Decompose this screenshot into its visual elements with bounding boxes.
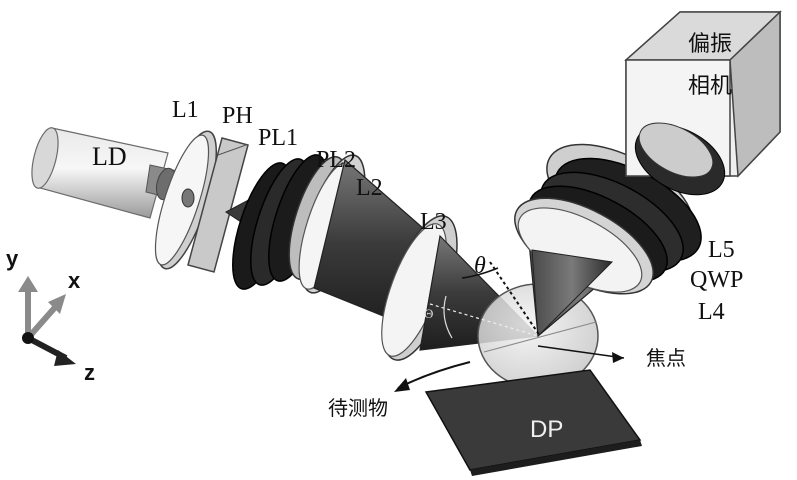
label-qwp: QWP	[690, 268, 743, 292]
label-l1: L1	[172, 98, 199, 122]
label-ld: LD	[92, 144, 127, 170]
label-camera-line1: 偏振	[688, 34, 732, 56]
axis-label-y: y	[6, 248, 18, 270]
label-pl1: PL1	[258, 126, 298, 150]
label-big-theta: Θ	[424, 307, 433, 320]
label-focus: 焦点	[646, 348, 686, 368]
axis-label-z: z	[84, 362, 95, 384]
label-l3: L3	[420, 210, 447, 234]
axis-label-x: x	[68, 270, 80, 292]
label-l5: L5	[708, 238, 735, 262]
label-theta: θ	[474, 254, 486, 278]
label-sample: 待测物	[328, 398, 388, 418]
label-ph: PH	[222, 104, 253, 128]
label-pl2: PL2	[316, 148, 356, 172]
label-l4: L4	[698, 300, 725, 324]
laser-diode	[27, 125, 182, 218]
label-l2: L2	[356, 176, 383, 200]
label-dp: DP	[530, 418, 563, 442]
label-camera-line2: 相机	[688, 76, 732, 98]
